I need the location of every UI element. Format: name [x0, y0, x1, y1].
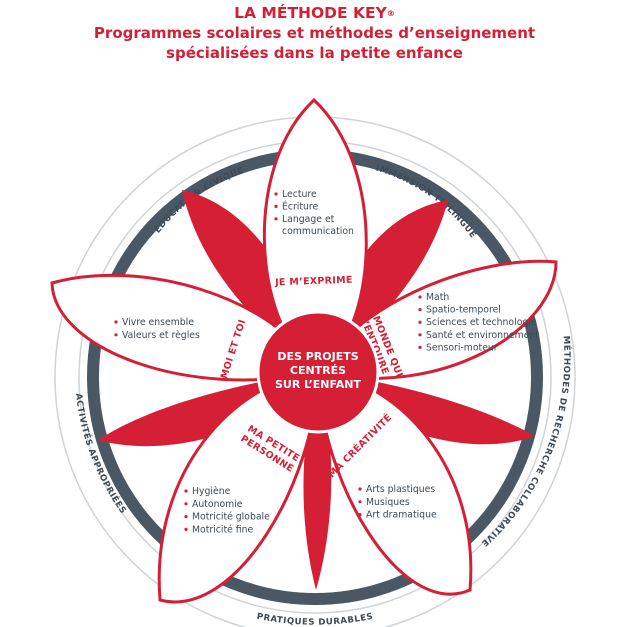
- header: LA MÉTHODE KEY® Programmes scolaires et …: [0, 0, 629, 63]
- petal-item: Musiques: [366, 497, 410, 508]
- bullet-icon: [418, 295, 422, 299]
- petal-item: Art dramatique: [366, 510, 437, 521]
- bullet-icon: [418, 333, 422, 337]
- petal-item: Écriture: [282, 200, 319, 212]
- registered-mark: ®: [386, 9, 395, 18]
- subtitle-line-1: Programmes scolaires et méthodes d’ensei…: [93, 24, 536, 42]
- petal-item: Lecture: [282, 189, 317, 200]
- petal-item: communication: [282, 226, 354, 237]
- bullet-icon: [274, 204, 278, 208]
- petal-top: [262, 97, 368, 374]
- petal-title-top: JE M’EXPRIME: [274, 275, 353, 289]
- petal-item: Math: [426, 292, 449, 303]
- petal-item: Vivre ensemble: [122, 317, 194, 328]
- page-title: LA MÉTHODE KEY®: [234, 4, 395, 22]
- center-line-1: DES PROJETS: [277, 350, 358, 363]
- bullet-icon: [358, 513, 362, 517]
- bullet-icon: [358, 500, 362, 504]
- bullet-icon: [274, 217, 278, 221]
- bullet-icon: [114, 320, 118, 324]
- petal-item: Sciences et technologie: [426, 317, 537, 328]
- center-circle: [256, 310, 380, 434]
- bullet-icon: [184, 502, 188, 506]
- center-line-2: CENTRÉS: [290, 364, 346, 377]
- petal-item: Sensori-moteur: [426, 342, 498, 353]
- subtitle-line-2: spécialisées dans la petite enfance: [166, 44, 463, 62]
- petal-left: [50, 273, 321, 382]
- petal-bottom-right: [316, 370, 473, 596]
- petal-right: [315, 259, 558, 380]
- petal-item: Valeurs et règles: [122, 330, 200, 341]
- petal-item: Langage et: [282, 214, 335, 225]
- bullet-icon: [184, 489, 188, 493]
- center-line-3: SUR L’ENFANT: [275, 378, 362, 391]
- petal-item: Motricité globale: [192, 512, 270, 523]
- bullet-icon: [358, 487, 362, 491]
- petal-item: Arts plastiques: [366, 484, 435, 495]
- bullet-icon: [184, 527, 188, 532]
- petal-item: Motricité fine: [192, 524, 254, 535]
- petal-bottom-left: [157, 370, 320, 604]
- petal-item: Spatio-temporel: [426, 305, 501, 316]
- bullet-icon: [418, 308, 422, 312]
- petal-item: Santé et environnement: [426, 330, 539, 341]
- bullet-icon: [418, 345, 422, 349]
- bullet-icon: [184, 515, 188, 519]
- bullet-icon: [114, 333, 118, 337]
- bullet-icon: [274, 192, 278, 196]
- petal-item: Hygiène: [192, 486, 231, 497]
- bullet-icon: [418, 320, 422, 324]
- petal-item: Autonomie: [192, 499, 243, 510]
